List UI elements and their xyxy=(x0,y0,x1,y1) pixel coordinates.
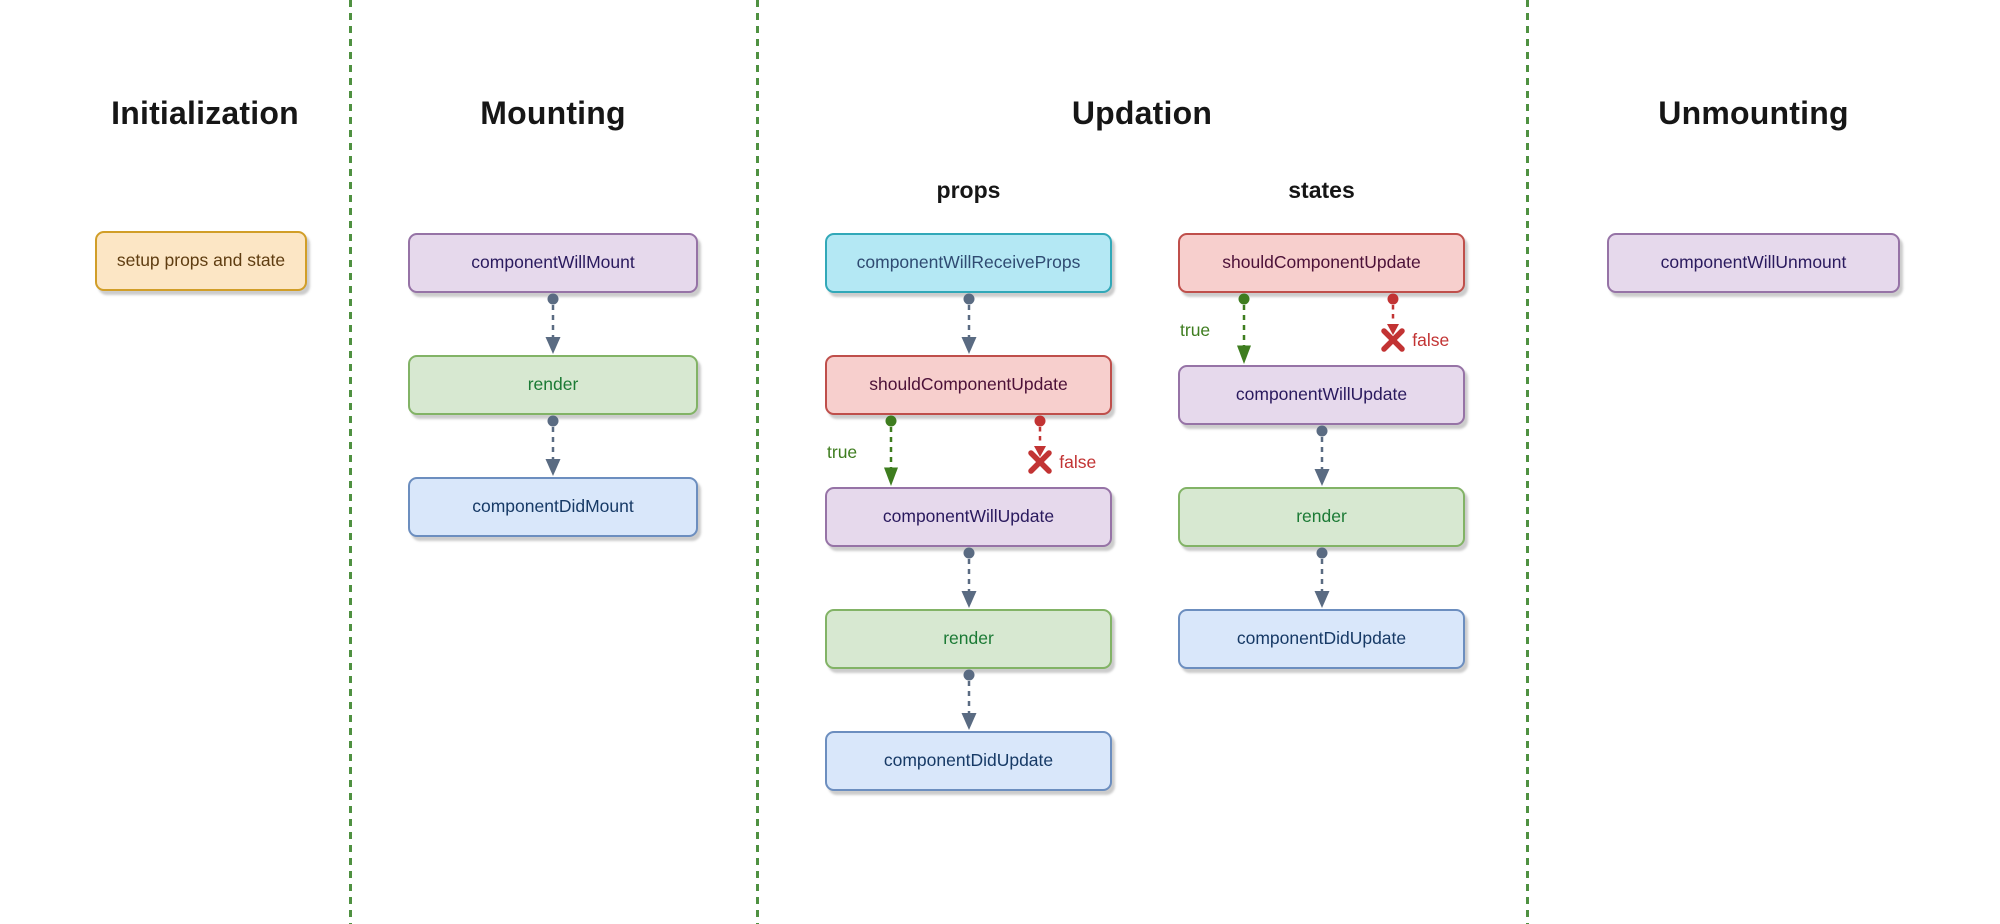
false-arrow-icon xyxy=(1387,293,1400,335)
initialization-flow: setup props and state xyxy=(95,231,307,291)
section-divider xyxy=(756,0,759,924)
dashed-arrow-icon xyxy=(1314,547,1329,608)
section-title-unmounting: Unmounting xyxy=(1658,95,1849,131)
flow-connector xyxy=(1310,547,1334,609)
lifecycle-node-componentdidupdate: componentDidUpdate xyxy=(825,731,1112,791)
dashed-arrow-icon xyxy=(1314,425,1329,486)
x-mark-icon xyxy=(1028,450,1052,474)
lifecycle-node-shouldcomponentupdate: shouldComponentUpdate xyxy=(825,355,1112,415)
true-label: true xyxy=(827,442,858,462)
lifecycle-node-componentwillupdate: componentWillUpdate xyxy=(1178,365,1465,425)
flow-connector xyxy=(541,293,565,355)
true-label: true xyxy=(1180,320,1211,340)
lifecycle-node-render: render xyxy=(1178,487,1465,547)
true-arrow-icon xyxy=(1237,293,1251,364)
dashed-arrow-icon xyxy=(961,293,976,354)
false-arrow-icon xyxy=(1034,415,1047,457)
column-label-states: states xyxy=(1288,177,1355,203)
section-title-mounting: Mounting xyxy=(480,95,626,131)
dashed-arrow-icon xyxy=(961,669,976,730)
false-label: false xyxy=(1059,452,1097,472)
section-divider xyxy=(349,0,352,924)
true-arrow-icon xyxy=(884,415,898,486)
mounting-flow: componentWillMount render componentDidMo… xyxy=(408,233,698,537)
branch-connector: true false xyxy=(825,415,1112,487)
dashed-arrow-icon xyxy=(961,547,976,608)
dashed-arrow-icon xyxy=(545,415,561,476)
dashed-arrow-icon xyxy=(545,293,561,354)
lifecycle-node-componentwillunmount: componentWillUnmount xyxy=(1607,233,1900,293)
lifecycle-node-componentwillmount: componentWillMount xyxy=(408,233,698,293)
section-divider xyxy=(1526,0,1529,924)
branch-connector: true false xyxy=(1178,293,1465,365)
flow-connector xyxy=(541,415,565,477)
lifecycle-node-componentwillreceiveprops: componentWillReceiveProps xyxy=(825,233,1112,293)
lifecycle-node-shouldcomponentupdate: shouldComponentUpdate xyxy=(1178,233,1465,293)
lifecycle-node-render: render xyxy=(825,609,1112,669)
section-title-initialization: Initialization xyxy=(111,95,299,131)
section-title-updation: Updation xyxy=(1071,95,1213,131)
flow-connector xyxy=(1310,425,1334,487)
false-label: false xyxy=(1412,330,1450,350)
lifecycle-node-componentwillupdate: componentWillUpdate xyxy=(825,487,1112,547)
lifecycle-node-componentdidmount: componentDidMount xyxy=(408,477,698,537)
column-label-props: props xyxy=(936,177,1001,203)
flow-connector xyxy=(957,547,981,609)
lifecycle-node-render: render xyxy=(408,355,698,415)
unmounting-flow: componentWillUnmount xyxy=(1607,233,1900,293)
updation-props-flow: componentWillReceiveProps shouldComponen… xyxy=(825,233,1112,791)
lifecycle-node-setup-props-and-state: setup props and state xyxy=(95,231,307,291)
lifecycle-node-componentdidupdate: componentDidUpdate xyxy=(1178,609,1465,669)
x-mark-icon xyxy=(1381,328,1405,352)
flow-connector xyxy=(957,669,981,731)
flow-connector xyxy=(957,293,981,355)
